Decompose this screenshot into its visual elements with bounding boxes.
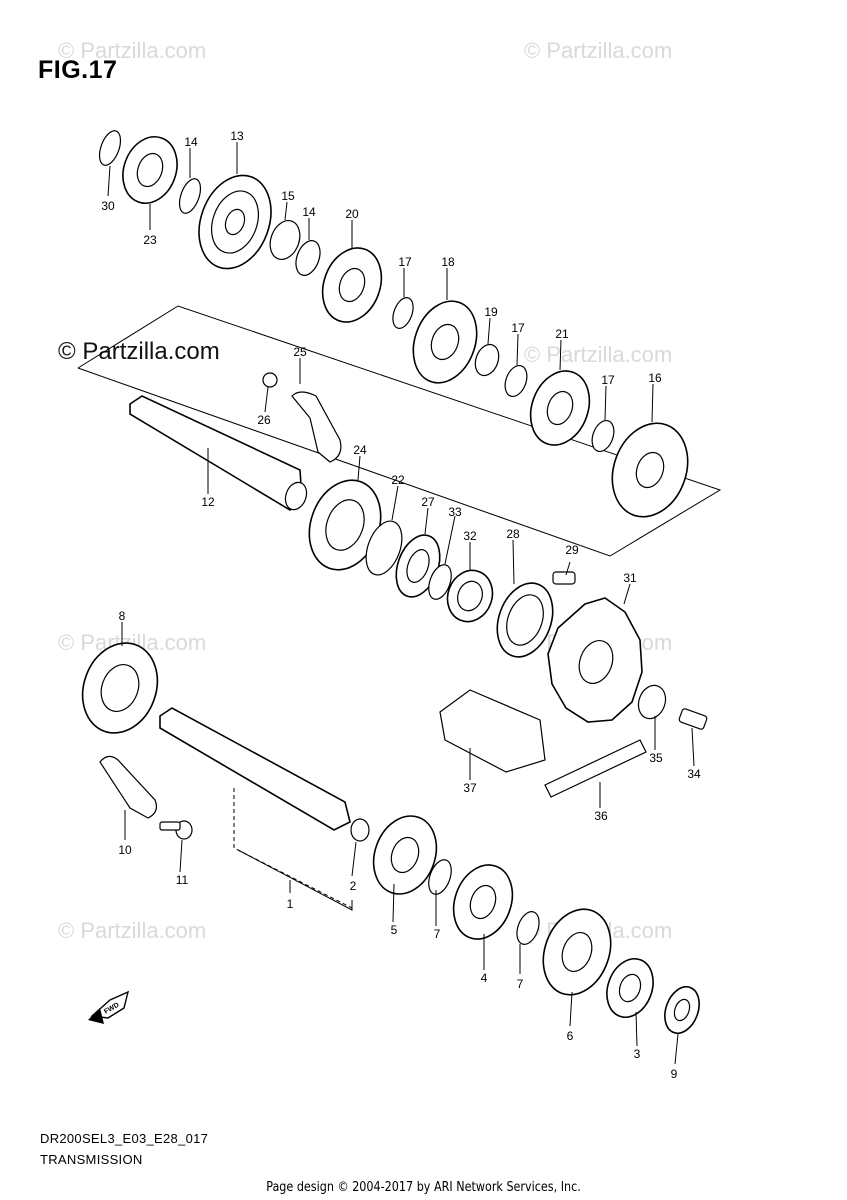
callout-23: 23 [143, 233, 157, 247]
callout-36: 36 [594, 809, 608, 823]
callout-21: 21 [555, 327, 569, 341]
callout-2: 2 [350, 879, 357, 893]
callout-5: 5 [391, 923, 398, 937]
washer-icon [295, 240, 321, 276]
assembly-outline [77, 305, 722, 557]
callout-4: 4 [481, 971, 488, 985]
fwd-arrow-icon [88, 990, 130, 1024]
footer-credit: Page design © 2004-2017 by ARI Network S… [266, 1180, 581, 1195]
callout-32: 32 [463, 529, 477, 543]
watermark: © Partzilla.com [524, 38, 673, 63]
figure-title: FIG.17 [38, 56, 118, 84]
callout-33: 33 [448, 505, 462, 519]
callout-6: 6 [567, 1029, 574, 1043]
circlip-icon [516, 911, 540, 945]
driveshaft-icon [159, 707, 351, 831]
callout-18: 18 [441, 255, 455, 269]
callout-30: 30 [101, 199, 115, 213]
plate-icon [99, 755, 158, 819]
callout-14: 14 [184, 135, 198, 149]
needle-bearing-icon [269, 220, 301, 260]
callout-7: 7 [434, 927, 441, 941]
callout-31: 31 [623, 571, 637, 585]
callout-13: 13 [230, 129, 244, 143]
callout-19: 19 [484, 305, 498, 319]
chain-icon [544, 739, 647, 798]
callout-8: 8 [119, 609, 126, 623]
callout-35: 35 [649, 751, 663, 765]
callout-26: 26 [257, 413, 271, 427]
bolt-icon [262, 372, 278, 388]
washer-icon [178, 178, 202, 214]
callout-17: 17 [511, 321, 525, 335]
callout-12: 12 [201, 495, 215, 509]
watermark: © Partzilla.com [524, 342, 673, 367]
callout-37: 37 [463, 781, 477, 795]
circlip-icon [504, 364, 528, 398]
callout-7: 7 [517, 977, 524, 991]
callout-22: 22 [391, 473, 405, 487]
o-ring-icon [428, 564, 452, 600]
callout-11: 11 [176, 873, 189, 887]
callout-29: 29 [565, 543, 579, 557]
circlip-icon [98, 130, 122, 166]
callout-20: 20 [345, 207, 359, 221]
bolt-icon [552, 571, 576, 585]
model-code: DR200SEL3_E03_E28_017 [40, 1131, 209, 1146]
callout-16: 16 [648, 371, 662, 385]
bushing-icon [350, 818, 370, 842]
circlip-icon [365, 520, 403, 576]
chain-joint-icon [439, 689, 546, 773]
callout-28: 28 [506, 527, 520, 541]
callout-1: 1 [287, 897, 294, 911]
watermark: © Partzilla.com [58, 918, 207, 943]
circlip-icon [428, 859, 452, 895]
callout-25: 25 [293, 345, 307, 359]
callout-24: 24 [353, 443, 367, 457]
callout-10: 10 [118, 843, 132, 857]
watermark-main: © Partzilla.com [58, 338, 220, 365]
callout-14: 14 [302, 205, 316, 219]
callout-9: 9 [671, 1067, 678, 1081]
washer-icon [474, 343, 500, 377]
countershaft-icon [129, 395, 303, 511]
diagram-name: TRANSMISSION [40, 1152, 143, 1167]
plate-icon [291, 391, 342, 463]
washer-icon [637, 684, 667, 720]
bolt-icon [678, 708, 708, 730]
callout-34: 34 [687, 767, 701, 781]
callout-3: 3 [634, 1047, 641, 1061]
callout-15: 15 [281, 189, 295, 203]
callout-17: 17 [398, 255, 412, 269]
watermark: © Partzilla.com [58, 38, 207, 63]
circlip-icon [591, 419, 615, 453]
circlip-icon [392, 297, 414, 329]
callout-27: 27 [421, 495, 435, 509]
callout-17: 17 [601, 373, 615, 387]
